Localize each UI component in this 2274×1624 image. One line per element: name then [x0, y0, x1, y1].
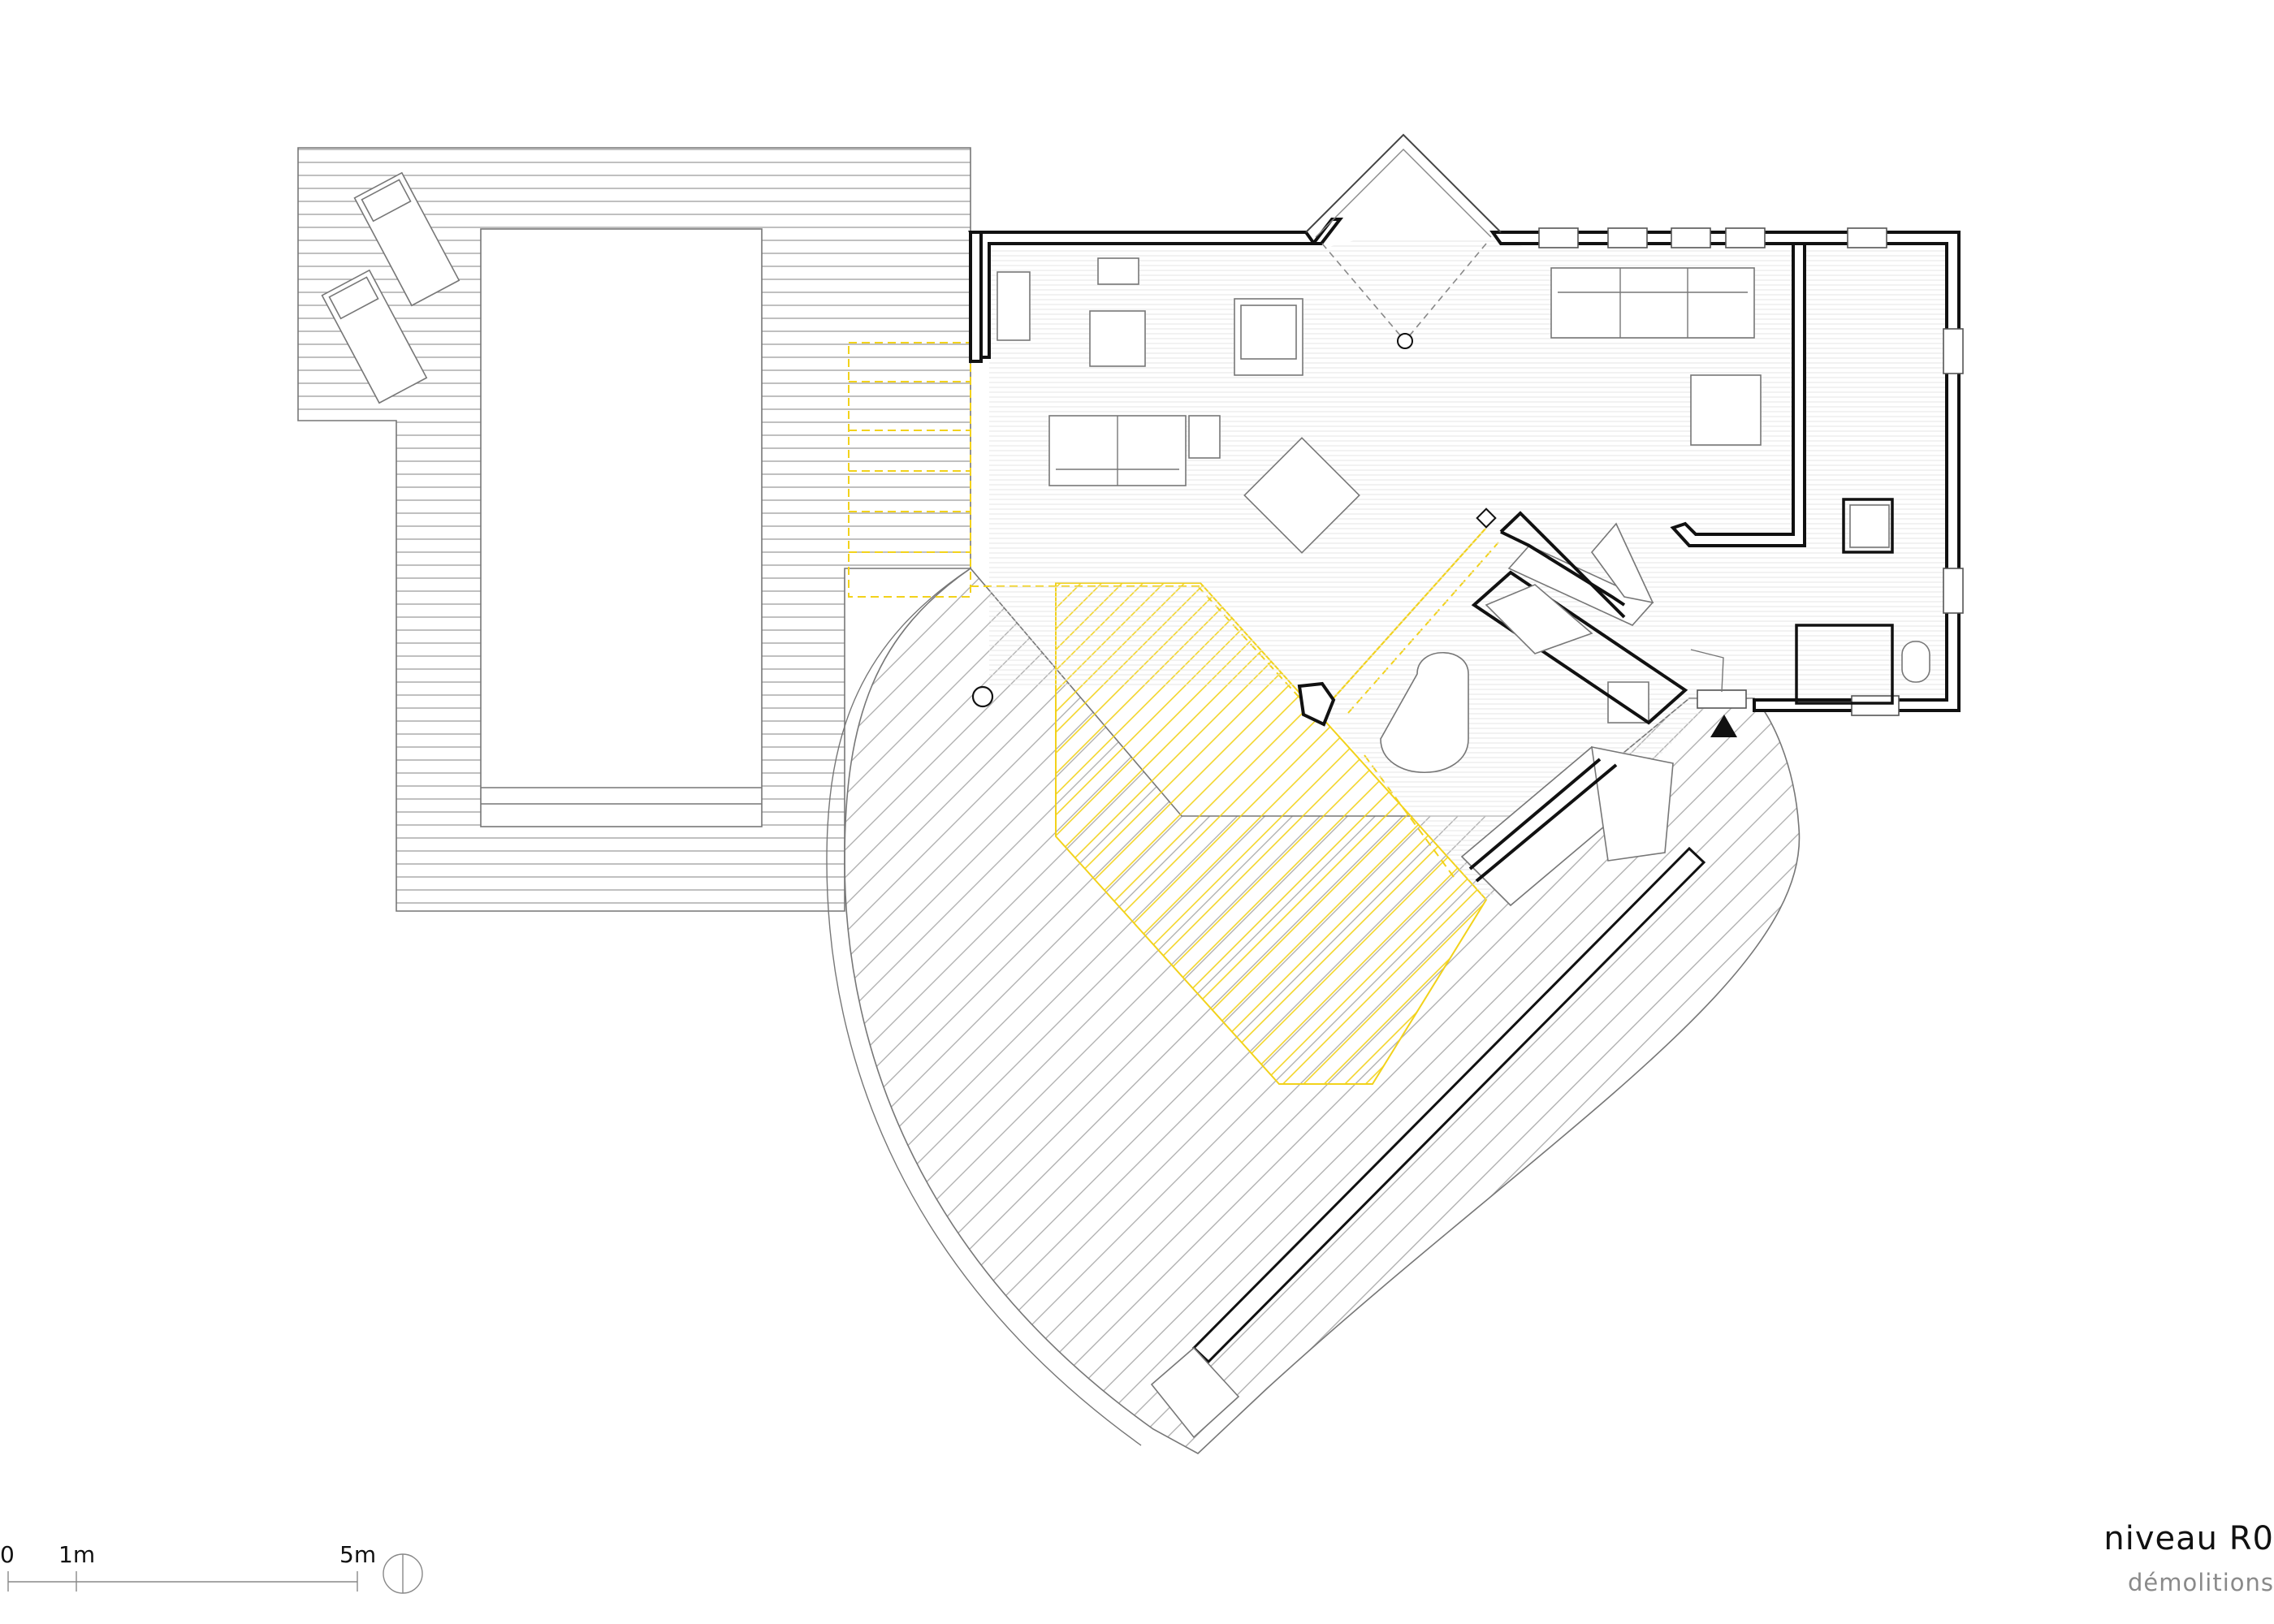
furniture — [996, 257, 1762, 773]
toilet — [1901, 641, 1930, 683]
bay-window — [1305, 133, 1502, 349]
sun-lounger — [321, 269, 428, 404]
scale-label-1m: 1m — [58, 1541, 96, 1568]
scale-bar — [7, 1571, 358, 1592]
exterior-walls — [968, 218, 1961, 712]
drawing-subtitle: démolitions — [2127, 1569, 2274, 1596]
north-circle-icon — [383, 1553, 423, 1594]
entrance-triangle-icon — [1710, 715, 1737, 737]
drawing-title: niveau R0 — [2103, 1520, 2274, 1557]
stairs — [1460, 511, 1688, 907]
terrace-step — [1150, 846, 1706, 1439]
closet — [1849, 504, 1890, 548]
scale-label-5m: 5m — [339, 1541, 377, 1568]
scale-label-zero: 0 — [0, 1541, 15, 1568]
sun-lounger — [353, 171, 460, 307]
swimming-pool — [480, 228, 763, 827]
interior-walls — [971, 498, 1894, 727]
